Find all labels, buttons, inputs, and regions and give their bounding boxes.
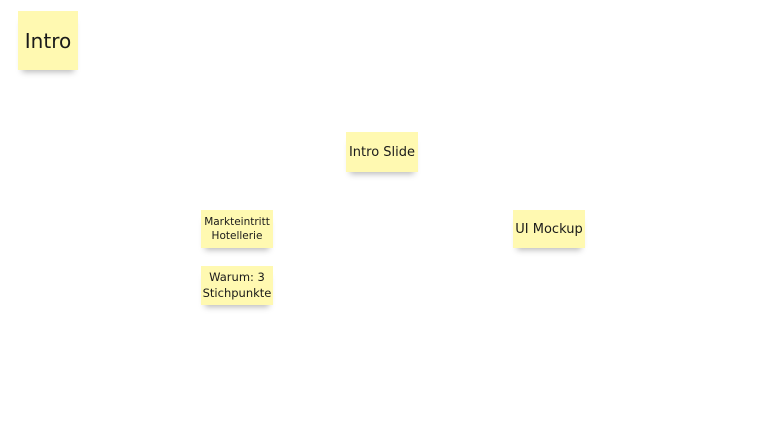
sticky-note-text: Warum: 3 Stichpunkte: [202, 269, 272, 300]
sticky-note-text: Intro: [24, 28, 72, 53]
sticky-note-intro-slide[interactable]: Intro Slide: [346, 132, 418, 172]
sticky-note-ui-mockup[interactable]: UI Mockup: [513, 210, 585, 248]
sticky-note-text: UI Mockup: [515, 221, 583, 237]
sticky-note-markteintritt[interactable]: Markteintritt Hotellerie: [201, 210, 273, 248]
sticky-note-text: Markteintritt Hotellerie: [204, 215, 270, 242]
sticky-note-intro[interactable]: Intro: [18, 11, 78, 70]
sticky-note-text: Intro Slide: [348, 144, 416, 160]
sticky-note-warum[interactable]: Warum: 3 Stichpunkte: [201, 266, 273, 305]
